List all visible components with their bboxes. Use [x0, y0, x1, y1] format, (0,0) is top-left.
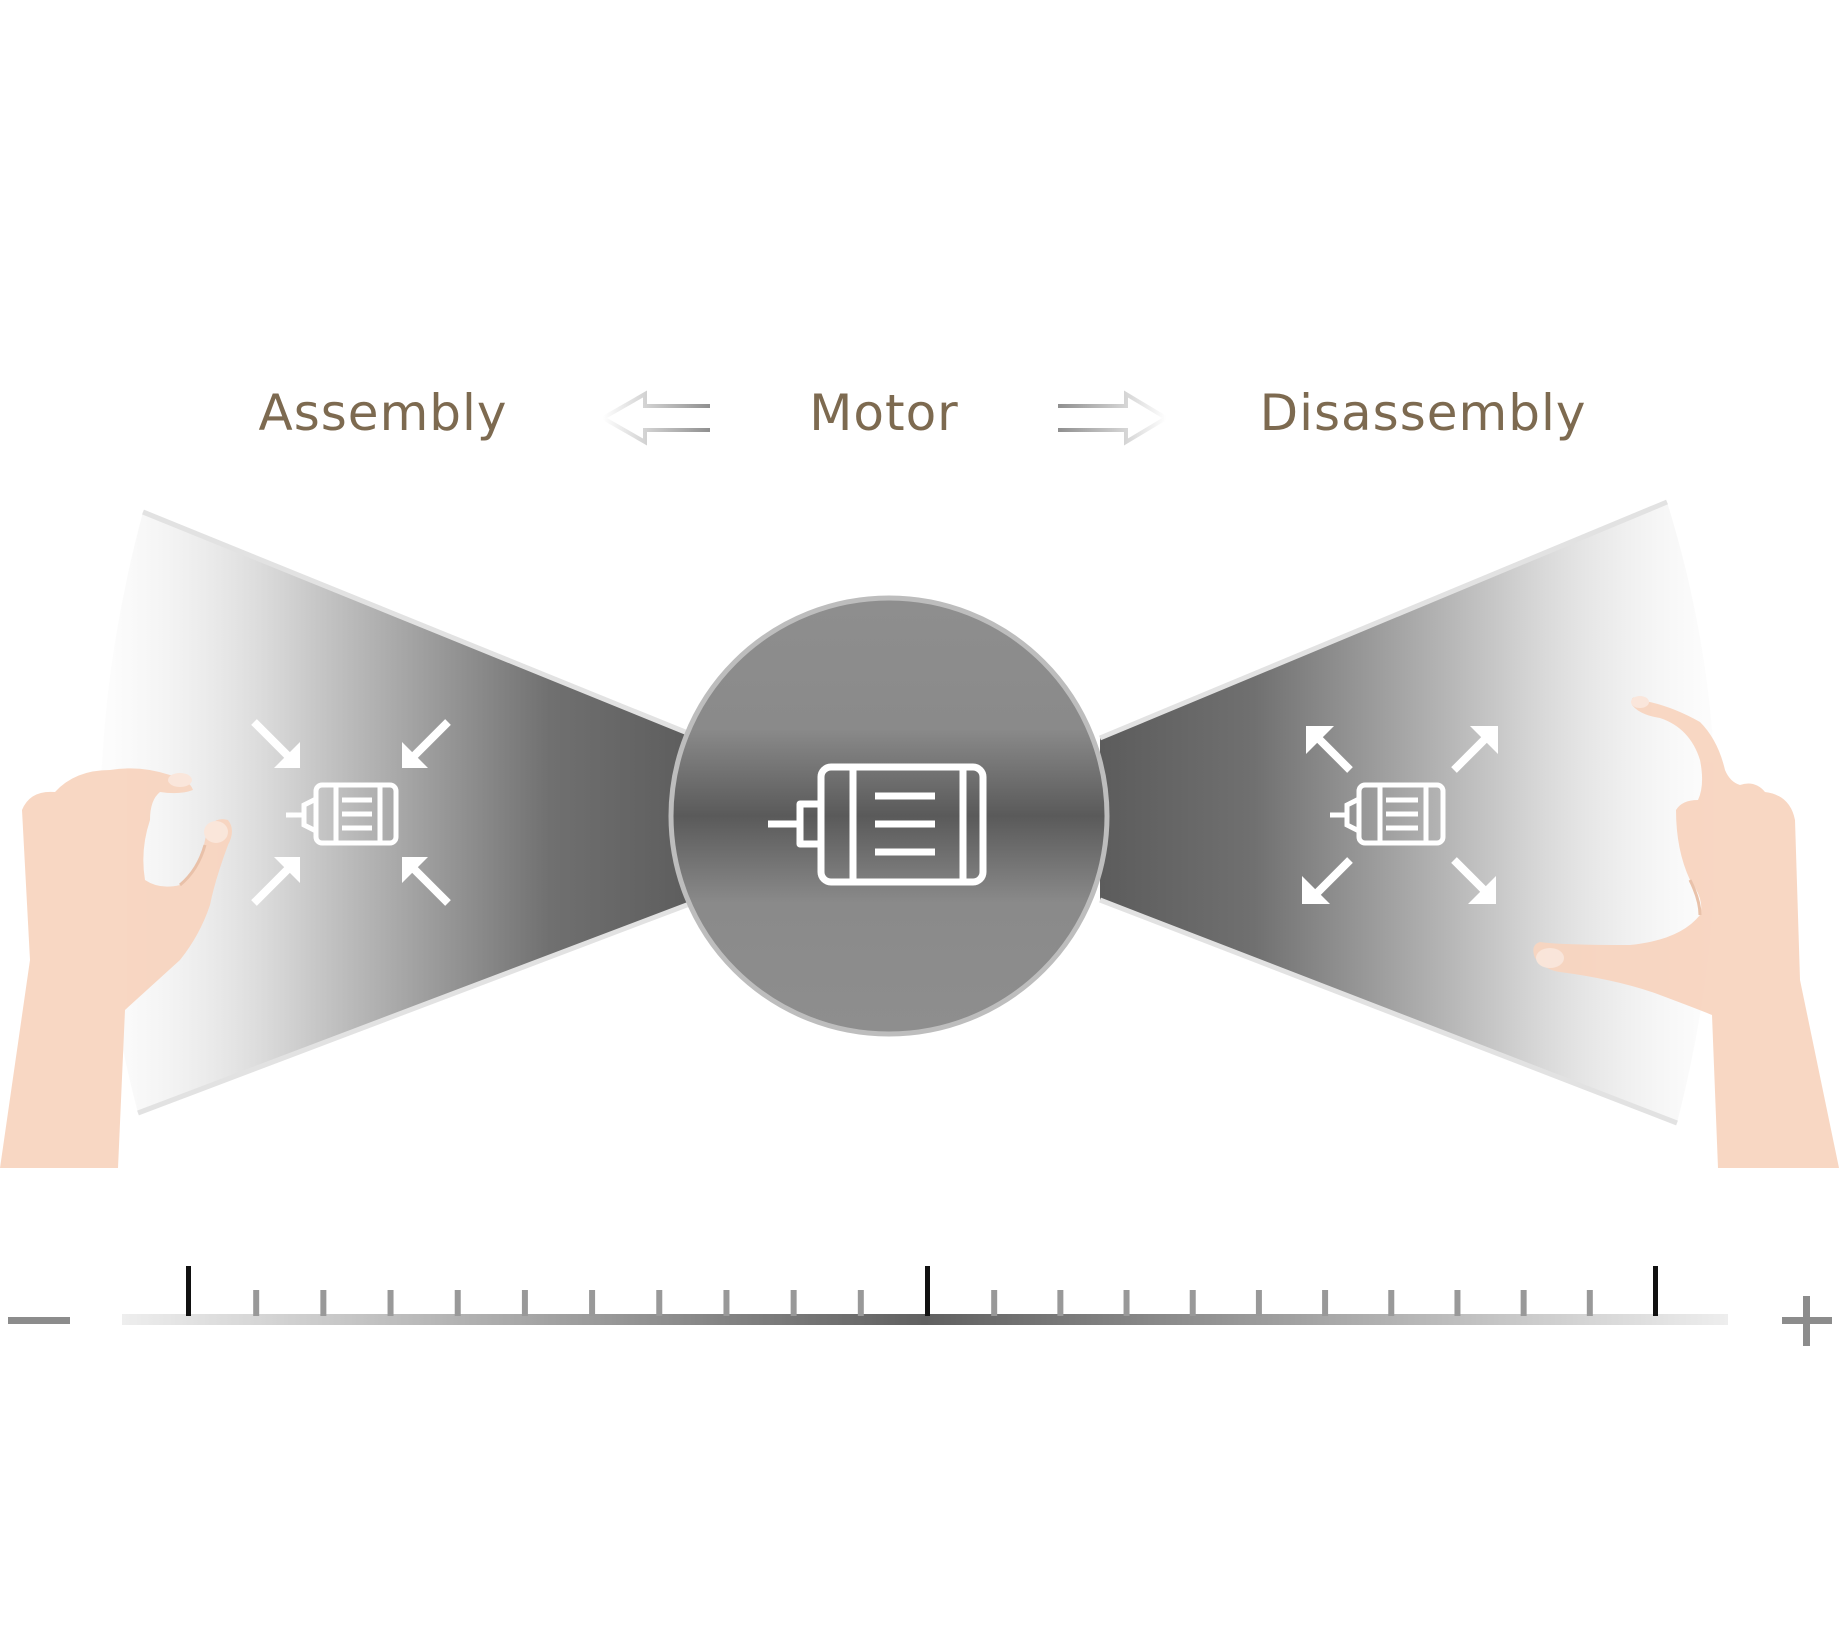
minor-tick: [857, 1290, 864, 1316]
major-tick: [925, 1266, 930, 1316]
minor-tick: [1586, 1290, 1593, 1316]
major-tick: [186, 1266, 191, 1316]
minus-sign: [8, 1317, 70, 1324]
minor-tick: [1189, 1290, 1196, 1316]
arrow-right-outline-icon: [1058, 390, 1170, 446]
minor-tick: [1454, 1290, 1461, 1316]
scale-bar: [122, 1314, 1728, 1325]
minor-tick: [656, 1290, 663, 1316]
disassembly-label: Disassembly: [1259, 384, 1587, 442]
minor-tick: [1255, 1290, 1262, 1316]
motor-expand-icon: [1330, 782, 1446, 846]
assembly-wing-edge: [137, 509, 701, 1116]
minor-tick: [790, 1290, 797, 1316]
minor-tick: [1388, 1290, 1395, 1316]
pinch-out-hand: [1533, 696, 1839, 1168]
minor-tick: [521, 1290, 528, 1316]
motor-label: Motor: [809, 384, 959, 442]
minor-tick: [1322, 1290, 1329, 1316]
arrow-left-outline-icon: [598, 390, 710, 446]
outward-arrows-icon: [1302, 726, 1498, 904]
major-tick: [1653, 1266, 1658, 1316]
motor-circle: [668, 595, 1110, 1037]
assembly-wing: [100, 512, 700, 1113]
pinch-in-hand: [0, 768, 232, 1168]
motor-icon: [768, 763, 987, 886]
minor-tick: [454, 1290, 461, 1316]
minor-tick: [1520, 1290, 1527, 1316]
assembly-label: Assembly: [258, 384, 508, 442]
minor-tick: [1123, 1290, 1130, 1316]
minor-tick: [589, 1290, 596, 1316]
minor-tick: [991, 1290, 998, 1316]
plus-sign: [1782, 1296, 1832, 1346]
minor-tick: [387, 1290, 394, 1316]
minor-tick: [1057, 1290, 1064, 1316]
minor-tick: [723, 1290, 730, 1316]
minor-tick: [320, 1290, 327, 1316]
scale-ticks: [186, 1266, 1658, 1316]
motor-compress-icon: [286, 782, 399, 846]
inward-arrows-icon: [251, 719, 451, 906]
minor-tick: [253, 1290, 260, 1316]
disassembly-wing-edge: [1099, 499, 1678, 1126]
